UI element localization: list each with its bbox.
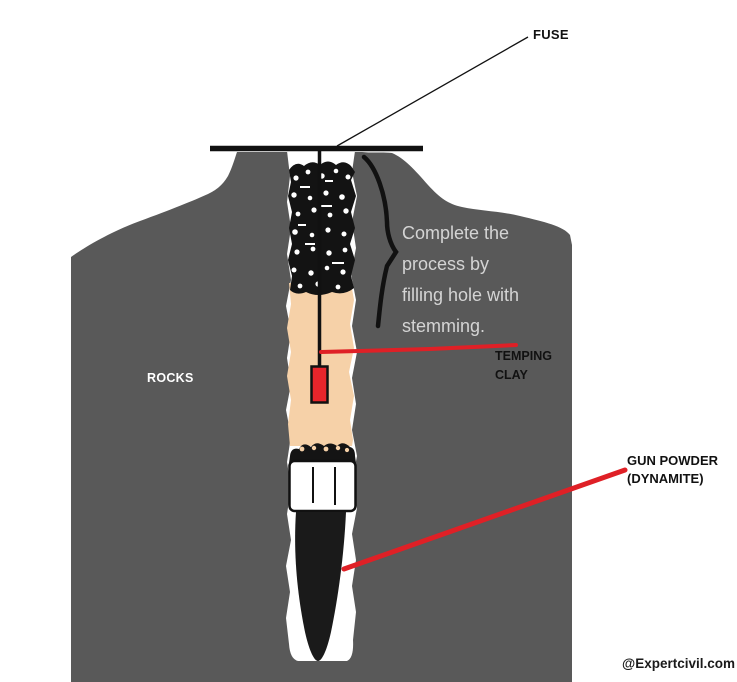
fuse-leader-line bbox=[336, 36, 529, 147]
cartridge-fold-lines bbox=[312, 467, 336, 505]
texture-dot bbox=[325, 227, 331, 233]
texture-dot bbox=[340, 269, 346, 275]
temping-clay-label-line: TEMPING bbox=[495, 349, 552, 363]
stemming-fill bbox=[288, 161, 356, 295]
cap-texture bbox=[299, 445, 350, 453]
texture-dot bbox=[292, 229, 298, 235]
detonator bbox=[310, 365, 329, 404]
rocks-label: ROCKS bbox=[147, 371, 194, 385]
texture-dot bbox=[299, 446, 305, 452]
stemming-note-line: filling hole with bbox=[402, 285, 520, 305]
cartridge bbox=[288, 459, 357, 513]
texture-dash bbox=[320, 205, 332, 207]
gun-powder-label-line: (DYNAMITE) bbox=[627, 471, 704, 486]
texture-dot bbox=[344, 447, 350, 453]
texture-dash bbox=[298, 224, 306, 226]
dynamite-cone bbox=[295, 512, 346, 661]
texture-dot bbox=[297, 283, 303, 289]
texture-dot bbox=[295, 211, 301, 217]
gun-powder-label-line: GUN POWDER bbox=[627, 453, 718, 468]
gunpowder-leader-line bbox=[341, 467, 628, 572]
texture-dot bbox=[310, 246, 316, 252]
texture-dot bbox=[342, 247, 348, 253]
texture-dot bbox=[294, 249, 300, 255]
texture-dot bbox=[311, 445, 317, 451]
gun-powder-label: GUN POWDER (DYNAMITE) bbox=[627, 452, 718, 488]
texture-dot bbox=[345, 174, 351, 180]
watermark: @Expertcivil.com bbox=[622, 656, 735, 671]
texture-dot bbox=[311, 207, 317, 213]
texture-dot bbox=[323, 446, 329, 452]
temping-clay-label: TEMPING CLAY bbox=[495, 347, 552, 384]
texture-dot bbox=[324, 265, 330, 271]
stemming-brace bbox=[361, 154, 399, 329]
texture-dot bbox=[307, 195, 313, 201]
texture-dot bbox=[309, 232, 315, 238]
texture-dot bbox=[335, 445, 341, 451]
texture-dot bbox=[339, 194, 345, 200]
texture-dot bbox=[291, 267, 297, 273]
texture-dot bbox=[343, 208, 349, 214]
stemming-note-line: stemming. bbox=[402, 316, 486, 336]
temping-clay-label-line: CLAY bbox=[495, 367, 528, 382]
stemming-texture bbox=[291, 168, 351, 290]
texture-dot bbox=[326, 250, 332, 256]
texture-dot bbox=[308, 270, 314, 276]
texture-dash bbox=[332, 262, 344, 264]
texture-dot bbox=[291, 192, 297, 198]
texture-dot bbox=[335, 284, 341, 290]
texture-dash bbox=[300, 186, 310, 188]
texture-dash bbox=[325, 180, 333, 182]
texture-dot bbox=[327, 212, 333, 218]
clay-leader-line bbox=[319, 343, 518, 354]
texture-dot bbox=[293, 175, 299, 181]
texture-dot bbox=[323, 190, 329, 196]
stemming-note-line: process by bbox=[402, 254, 490, 274]
texture-dot bbox=[341, 231, 347, 237]
fuse-label: FUSE bbox=[533, 27, 569, 42]
stemming-note-line: Complete the bbox=[402, 223, 510, 243]
stemming-note: Complete the process by filling hole wit… bbox=[402, 218, 552, 342]
texture-dot bbox=[333, 168, 339, 174]
texture-dot bbox=[305, 169, 311, 175]
texture-dash bbox=[305, 243, 315, 245]
